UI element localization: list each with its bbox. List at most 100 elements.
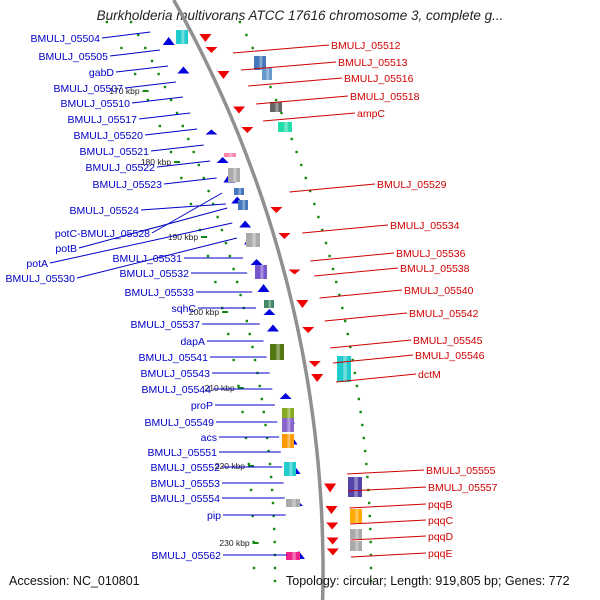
kbp-tick-label: 190 kbp: [168, 232, 199, 242]
scale-tick: [367, 501, 371, 505]
scale-tick: [237, 384, 240, 388]
left-gene-label: gabD: [89, 67, 115, 79]
scale-tick: [244, 436, 248, 440]
scale-tick: [308, 189, 312, 193]
scale-tick: [105, 20, 109, 24]
gene-block: [255, 265, 267, 279]
scale-tick: [189, 202, 193, 206]
scale-tick: [369, 566, 373, 570]
scale-tick: [249, 488, 253, 492]
scale-tick: [251, 46, 254, 50]
scale-tick: [232, 267, 235, 271]
left-gene-label: BMULJ_05517: [68, 114, 138, 126]
gene-block: [350, 541, 362, 551]
scale-tick: [335, 280, 338, 284]
scale-tick: [228, 254, 232, 258]
kbp-tick-label: 170 kbp: [109, 86, 140, 96]
scale-tick: [238, 20, 242, 24]
left-connector: [144, 128, 198, 136]
left-gene-label: pip: [207, 510, 221, 522]
forward-gene-arrow: [279, 393, 292, 399]
gene-block-shade: [343, 356, 347, 382]
scale-tick: [341, 306, 344, 310]
reverse-gene-arrow: [326, 548, 339, 556]
gene-block-shade: [260, 265, 264, 279]
scale-tick: [295, 150, 298, 154]
gene-block: [176, 30, 188, 44]
kbp-tick-mark: [252, 542, 259, 544]
scale-tick: [274, 98, 278, 102]
right-connector: [302, 224, 389, 234]
scale-tick: [144, 46, 147, 50]
reverse-gene-arrow: [326, 537, 339, 545]
scale-tick: [253, 358, 257, 362]
scale-tick: [338, 293, 341, 297]
forward-gene-arrow: [266, 324, 279, 332]
reverse-gene-arrow: [217, 71, 230, 79]
scale-tick: [365, 462, 368, 466]
left-gene-label: BMULJ_05554: [151, 493, 221, 505]
scale-tick: [235, 280, 239, 284]
right-connector: [256, 95, 349, 105]
scale-tick: [346, 332, 349, 336]
scale-tick: [129, 20, 133, 24]
scale-tick: [355, 384, 359, 388]
scale-tick: [137, 33, 140, 37]
gene-block-shade: [238, 188, 241, 195]
gene-block-shade: [266, 68, 269, 80]
scale-tick: [290, 137, 293, 141]
scale-tick: [267, 449, 270, 453]
scale-tick: [133, 72, 137, 76]
topology-label: Topology: circular; Length: 919,805 bp; …: [286, 574, 570, 588]
right-connector: [349, 503, 427, 509]
gene-block-shade: [287, 408, 291, 418]
kbp-tick-label: 230 kbp: [219, 538, 250, 548]
forward-gene-arrow: [216, 157, 229, 163]
right-gene-label: BMULJ_05546: [415, 350, 485, 362]
scale-tick: [273, 527, 276, 531]
gene-block-shade: [275, 102, 279, 112]
left-gene-label: BMULJ_05521: [80, 146, 150, 158]
left-gene-label: potC-BMULJ_05528: [55, 228, 150, 240]
scale-tick: [192, 150, 195, 154]
gene-block-shade: [355, 541, 359, 551]
gene-block-shade: [233, 168, 237, 182]
gene-block: [238, 200, 248, 210]
scale-tick: [324, 241, 328, 245]
left-gene-label: BMULJ_05562: [152, 550, 222, 562]
forward-gene-arrow: [162, 37, 175, 45]
genome-backbone: [172, 0, 325, 600]
gene-block: [228, 168, 240, 182]
left-gene-label: dapA: [180, 336, 205, 348]
scale-tick: [197, 163, 201, 167]
gene-block: [282, 408, 294, 418]
left-connector: [131, 96, 183, 104]
kbp-tick-label: 220 kbp: [215, 461, 246, 471]
accession-label: Accession: NC_010801: [9, 574, 140, 588]
left-gene-label: BMULJ_05549: [145, 417, 215, 429]
right-connector: [332, 354, 414, 364]
right-gene-label: dctM: [418, 369, 441, 381]
right-gene-label: BMULJ_05538: [400, 263, 470, 275]
right-gene-label: BMULJ_05555: [426, 465, 496, 477]
scale-tick: [353, 371, 357, 375]
left-connector: [140, 203, 226, 211]
scale-tick: [239, 293, 242, 297]
left-connector: [115, 65, 169, 73]
scale-tick: [224, 241, 228, 245]
forward-gene-arrow: [239, 220, 252, 228]
left-gene-label: BMULJ_05537: [131, 319, 201, 331]
gene-block: [278, 122, 292, 132]
reverse-gene-arrow: [311, 374, 324, 382]
right-gene-label: BMULJ_05529: [377, 179, 447, 191]
scale-tick: [273, 566, 277, 570]
left-gene-label: BMULJ_05544: [142, 384, 212, 396]
scale-tick: [158, 124, 162, 128]
scale-tick: [146, 98, 150, 102]
forward-gene-arrow: [177, 66, 190, 74]
scale-tick: [328, 254, 331, 258]
gene-block: [282, 434, 294, 448]
gene-block: [246, 233, 260, 247]
reverse-gene-arrow: [278, 233, 291, 239]
